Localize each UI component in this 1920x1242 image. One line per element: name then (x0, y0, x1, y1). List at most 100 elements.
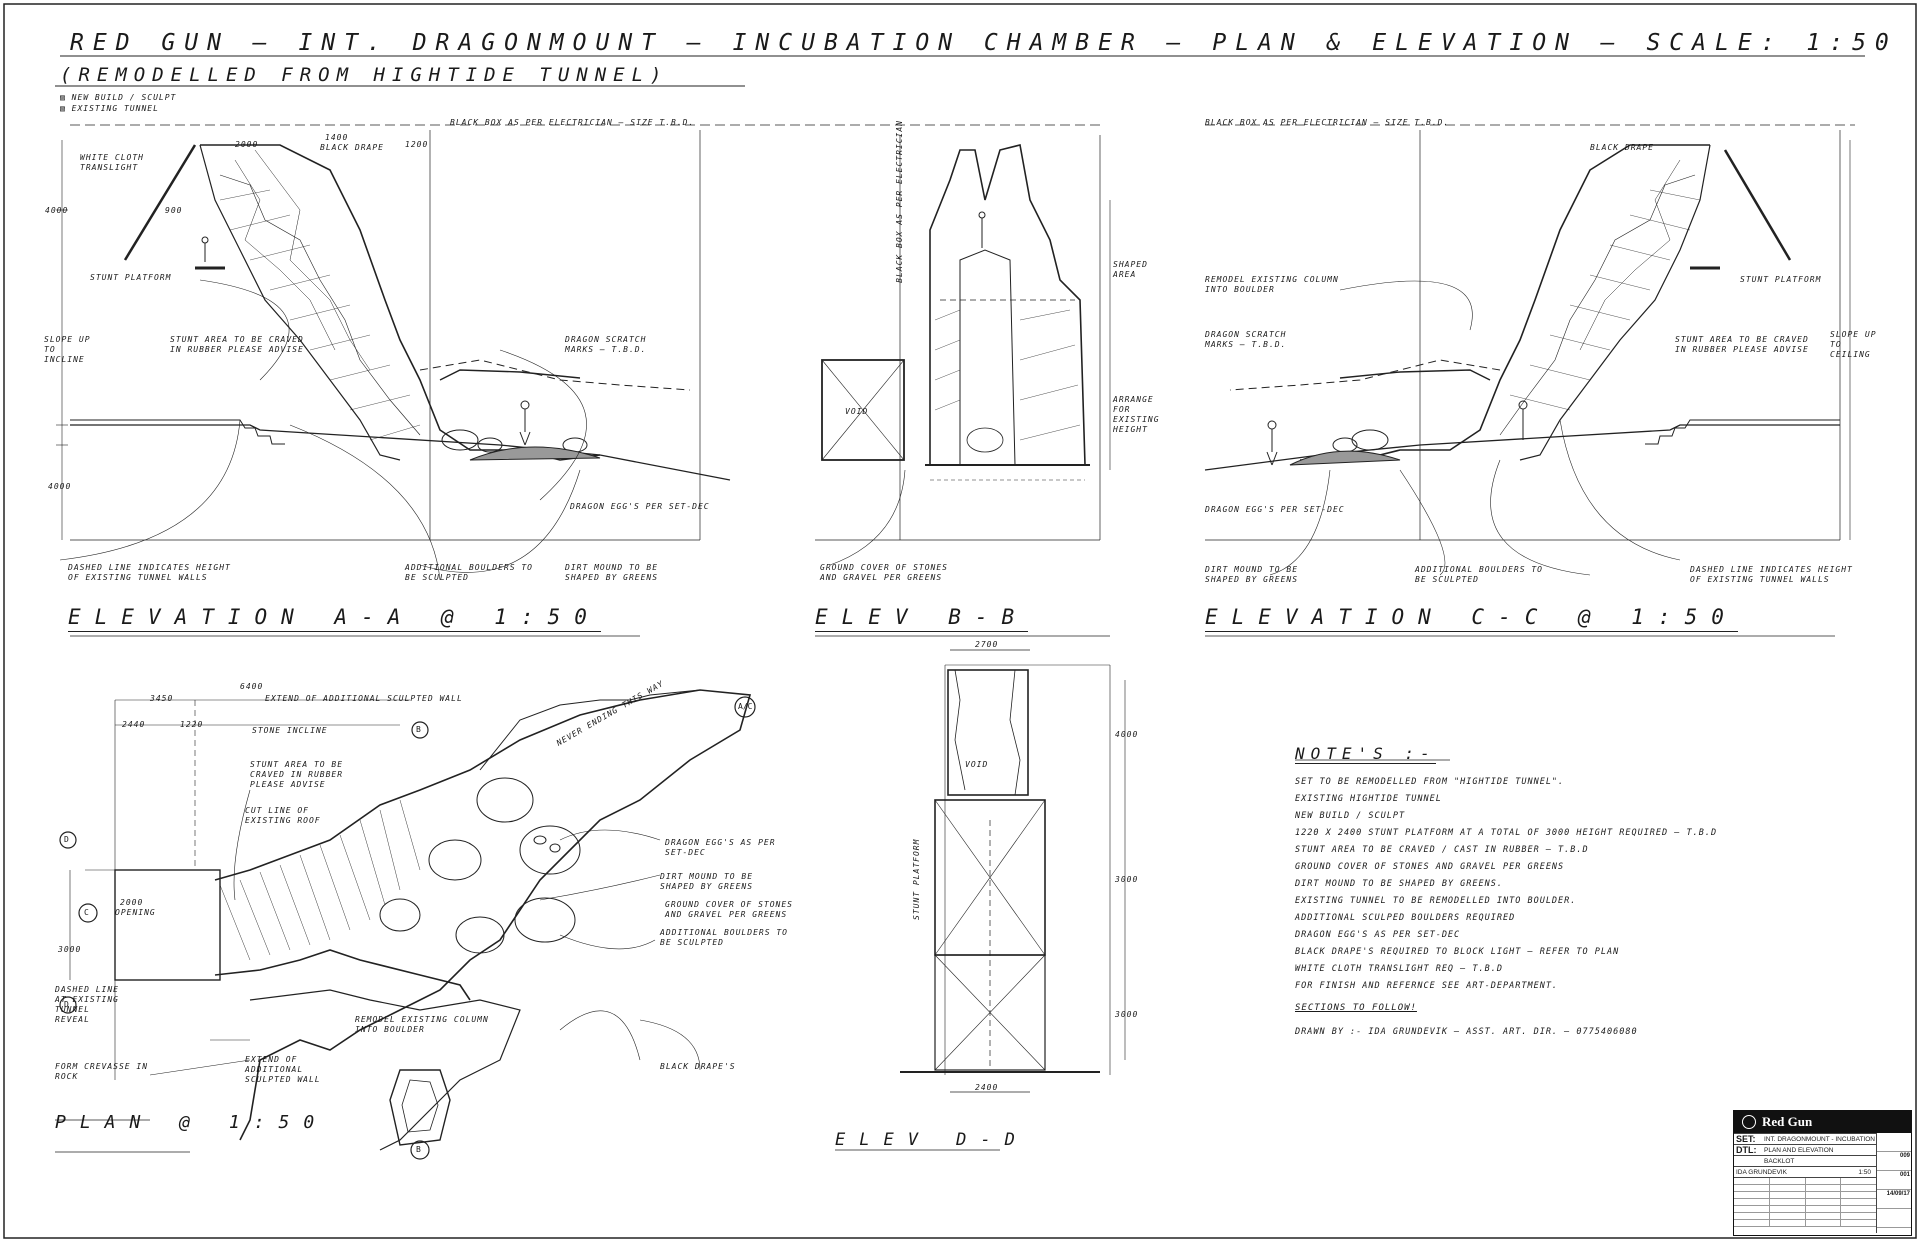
note-item: 1220 x 2400 STUNT PLATFORM AT A TOTAL OF… (1295, 828, 1718, 838)
plan-marker-c: C (84, 908, 89, 917)
tb-set-row: SET: INT. DRAGONMOUNT - INCUBATION CHAMB… (1734, 1133, 1877, 1144)
note-item: DRAGON EGG'S AS PER SET-DEC (1295, 930, 1461, 940)
aa-dim-900: 900 (165, 206, 183, 215)
plan-stunt-area-label: STUNT AREA TO BE CRAVED IN RUBBER PLEASE… (250, 760, 344, 789)
bb-arrange-label: ARRANGE FOR EXISTING HEIGHT (1113, 395, 1160, 434)
cc-dragon-scratch-label: DRAGON SCRATCH MARKS — T.B.D. (1205, 330, 1287, 349)
tb-drawn-row: IDA GRUNDEVIK 1:50 (1734, 1166, 1877, 1177)
aa-dirt-mound-label: DIRT MOUND TO BE SHAPED BY GREENS (565, 563, 659, 582)
plan-dim-6400: 6400 (240, 682, 264, 691)
cc-black-drape-label: BLACK DRAPE (1590, 143, 1654, 152)
note-item: NEW BUILD / SCULPT (1295, 811, 1406, 821)
tb-date: 14/09/17 (1877, 1190, 1911, 1209)
aa-dragon-scratch-label: DRAGON SCRATCH MARKS — T.B.D. (565, 335, 647, 354)
plan-stone-incline-label: STONE INCLINE (252, 726, 328, 735)
bb-void-label: VOID (845, 407, 869, 416)
aa-dim-4000b: 4000 (48, 482, 72, 491)
plan-opening-label: OPENING (115, 908, 156, 917)
cc-dirt-mound-label: DIRT MOUND TO BE SHAPED BY GREENS (1205, 565, 1299, 584)
aa-dim-2000: 2000 (235, 140, 259, 149)
plan-dim-3450: 3450 (150, 694, 174, 703)
note-item: WHITE CLOTH TRANSLIGHT REQ — T.B.D (1295, 964, 1503, 974)
notes-title: NOTE'S :- (1295, 744, 1436, 764)
plan-drawing (59, 689, 756, 1160)
plan-black-drapes-label: BLACK DRAPE'S (660, 1062, 736, 1071)
dd-dim-top: 2700 (975, 640, 999, 649)
tb-dtl-row: DTL: PLAN AND ELEVATION (1734, 1144, 1877, 1155)
notes-block: NOTE'S :- SET TO BE REMODELLED FROM "HIG… (1295, 744, 1718, 1037)
plan-cut-line-label: CUT LINE OF EXISTING ROOF (245, 806, 321, 825)
plan-ground-cover-label: GROUND COVER OF STONES AND GRAVEL PER GR… (665, 900, 793, 919)
elevation-dd-title: ELEV D-D (835, 1130, 1029, 1150)
note-item: EXISTING TUNNEL TO BE REMODELLED INTO BO… (1295, 896, 1577, 906)
legend-existing: ▧ EXISTING TUNNEL (60, 104, 159, 113)
sheet-title: RED GUN — INT. DRAGONMOUNT — INCUBATION … (70, 30, 1898, 56)
aa-dashed-line-label: DASHED LINE INDICATES HEIGHT OF EXISTING… (68, 563, 231, 582)
aa-white-cloth-label: WHITE CLOTH TRANSLIGHT (80, 153, 144, 172)
red-gun-logo: Red Gun (1734, 1111, 1911, 1133)
elevation-aa-drawing (56, 124, 1100, 581)
cc-slope-label: SLOPE UP TO CEILING (1830, 330, 1877, 359)
plan-title: PLAN @ 1:50 (55, 1112, 329, 1133)
tb-signoff-grid (1734, 1177, 1877, 1227)
note-item: DIRT MOUND TO BE SHAPED BY GREENS. (1295, 879, 1503, 889)
plan-dirt-mound-label: DIRT MOUND TO BE SHAPED BY GREENS (660, 872, 754, 891)
plan-dim-1220: 1220 (180, 720, 204, 729)
note-item: STUNT AREA TO BE CRAVED / CAST IN RUBBER… (1295, 845, 1589, 855)
plan-additional-boulders-label: ADDITIONAL BOULDERS TO BE SCULPTED (660, 928, 788, 947)
aa-dim-1200: 1200 (405, 140, 429, 149)
aa-dim-1400: 1400 (325, 133, 349, 142)
plan-marker-b-bottom: B (416, 1145, 421, 1154)
logo-emblem-icon (1742, 1115, 1756, 1129)
cc-stunt-platform-label: STUNT PLATFORM (1740, 275, 1822, 284)
note-item: FOR FINISH AND REFERNCE SEE ART-DEPARTME… (1295, 981, 1559, 991)
bb-shaped-area-label: SHAPED AREA (1113, 260, 1148, 279)
notes-sections: SECTIONS TO FOLLOW! (1295, 1003, 1417, 1013)
aa-black-box-label: BLACK BOX AS PER ELECTRICIAN — SIZE T.B.… (450, 118, 695, 127)
plan-dim-2440: 2440 (122, 720, 146, 729)
plan-extend-wall-label: EXTEND OF ADDITIONAL SCULPTED WALL (265, 694, 463, 703)
cc-dragon-eggs-label: DRAGON EGG'S PER SET-DEC (1205, 505, 1345, 514)
dd-dim-bottom: 2400 (975, 1083, 999, 1092)
cc-remodel-label: REMODEL EXISTING COLUMN INTO BOULDER (1205, 275, 1339, 294)
tb-location-row: BACKLOT (1734, 1155, 1877, 1166)
plan-extend-wall-b-label: EXTEND OF ADDITIONAL SCULPTED WALL (245, 1055, 321, 1084)
plan-remodel-label: REMODEL EXISTING COLUMN INTO BOULDER (355, 1015, 489, 1034)
elevation-cc-title: ELEVATION C-C @ 1:50 (1205, 605, 1738, 632)
sheet-subtitle: (REMODELLED FROM HIGHTIDE TUNNEL) (60, 64, 669, 86)
plan-dim-2000: 2000 (120, 898, 144, 907)
plan-marker-ac: A/C (738, 702, 753, 711)
title-block: Red Gun SET: INT. DRAGONMOUNT - INCUBATI… (1733, 1110, 1912, 1236)
plan-marker-d-bottom: D (64, 1000, 69, 1009)
aa-dragon-eggs-label: DRAGON EGG'S PER SET-DEC (570, 502, 710, 511)
elevation-aa-title: ELEVATION A-A @ 1:50 (68, 605, 601, 632)
elevation-bb-drawing (815, 135, 1111, 566)
cc-additional-boulders-label: ADDITIONAL BOULDERS TO BE SCULPTED (1415, 565, 1543, 584)
plan-dashed-line-label: DASHED LINE AT EXISTING TUNNEL REVEAL (55, 985, 119, 1024)
note-item: EXISTING HIGHTIDE TUNNEL (1295, 794, 1442, 804)
plan-dragon-eggs-label: DRAGON EGG'S AS PER SET-DEC (665, 838, 776, 857)
legend: ▨ NEW BUILD / SCULPT ▧ EXISTING TUNNEL (60, 92, 176, 114)
cc-stunt-area-label: STUNT AREA TO BE CRAVED IN RUBBER PLEASE… (1675, 335, 1809, 354)
aa-stunt-platform-label: STUNT PLATFORM (90, 273, 172, 282)
tb-right-column: 009 001 14/09/17 (1876, 1133, 1911, 1233)
aa-black-drape-label: BLACK DRAPE (320, 143, 384, 152)
aa-slope-label: SLOPE UP TO INCLINE (44, 335, 91, 364)
dd-stunt-platform-label: STUNT PLATFORM (912, 838, 921, 920)
aa-stunt-area-label: STUNT AREA TO BE CRAVED IN RUBBER PLEASE… (170, 335, 304, 354)
cc-black-box-label: BLACK BOX AS PER ELECTRICIAN — SIZE T.B.… (1205, 118, 1450, 127)
elevation-bb-title: ELEV B-B (815, 605, 1029, 632)
plan-form-crevasse-label: FORM CREVASSE IN ROCK (55, 1062, 149, 1081)
plan-marker-d-top: D (64, 835, 69, 844)
bb-ground-cover-label: GROUND COVER OF STONES AND GRAVEL PER GR… (820, 563, 948, 582)
note-item: GROUND COVER OF STONES AND GRAVEL PER GR… (1295, 862, 1565, 872)
sheet-border (3, 3, 1917, 1239)
cc-dashed-line-label: DASHED LINE INDICATES HEIGHT OF EXISTING… (1690, 565, 1853, 584)
plan-marker-b-top: B (416, 725, 421, 734)
tb-sheet-b: 001 (1877, 1171, 1911, 1190)
dd-dim-h2: 3000 (1115, 875, 1139, 884)
aa-additional-boulders-label: ADDITIONAL BOULDERS TO BE SCULPTED (405, 563, 533, 582)
note-item: SET TO BE REMODELLED FROM "HIGHTIDE TUNN… (1295, 777, 1565, 787)
